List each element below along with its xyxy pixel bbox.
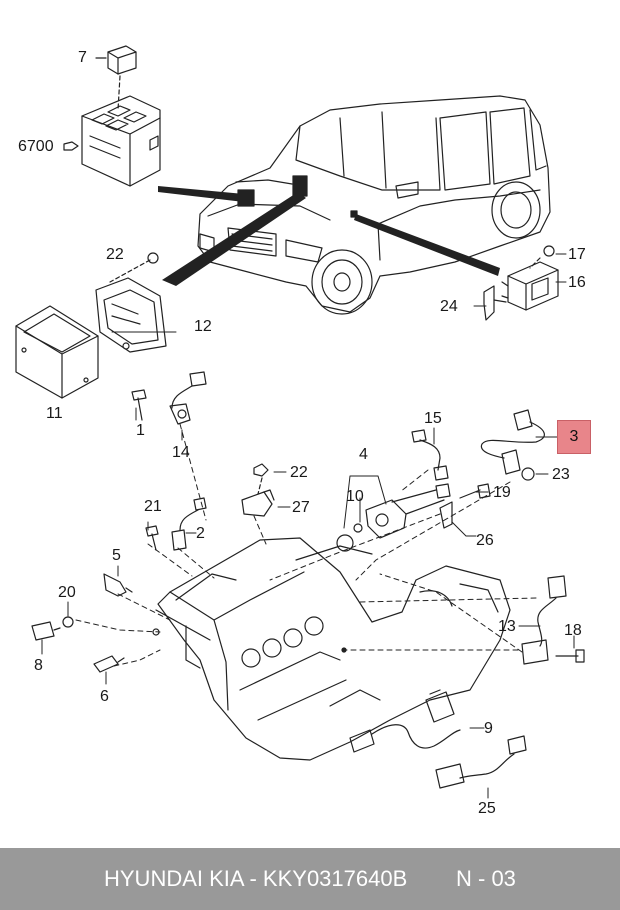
label-part-27: 27 xyxy=(292,499,310,516)
label-part-23: 23 xyxy=(552,466,570,483)
label-part-16: 16 xyxy=(568,274,586,291)
oxygen-sensor-9 xyxy=(349,689,461,753)
label-part-2: 2 xyxy=(196,525,205,542)
label-part-15: 15 xyxy=(424,410,442,427)
highlighted-part-3[interactable]: 3 xyxy=(557,420,591,454)
label-part-26: 26 xyxy=(476,532,494,549)
relay-7 xyxy=(107,45,137,75)
label-part-24: 24 xyxy=(440,298,458,315)
sensor-2 xyxy=(171,497,207,551)
engine-illustration xyxy=(152,537,511,761)
label-part-13: 13 xyxy=(498,618,516,635)
label-part-9: 9 xyxy=(484,720,493,737)
bolt-22b xyxy=(253,463,269,477)
ecu-bracket-12 xyxy=(95,277,167,353)
label-part-14: 14 xyxy=(172,444,190,461)
bolt-1 xyxy=(131,389,147,421)
label-part-1: 1 xyxy=(136,422,145,439)
label-part-22b: 22 xyxy=(290,464,308,481)
valve-4 xyxy=(365,483,453,539)
connector-15 xyxy=(411,429,449,481)
label-part-8: 8 xyxy=(34,657,43,674)
sensor-3 xyxy=(480,409,545,481)
label-part-10: 10 xyxy=(346,488,364,505)
bolt-18 xyxy=(555,649,585,663)
sensor-14 xyxy=(169,371,207,425)
sensor-5 xyxy=(103,573,133,597)
label-part-20: 20 xyxy=(58,584,76,601)
parts-diagram xyxy=(15,45,585,799)
vehicle-illustration xyxy=(197,95,551,315)
sensor-8 xyxy=(31,621,61,641)
label-part-18: 18 xyxy=(564,622,582,639)
junction-box-6700 xyxy=(63,95,161,187)
label-part-5: 5 xyxy=(112,547,121,564)
label-part-6: 6 xyxy=(100,688,109,705)
footer-part-number: HYUNDAI KIA - KKY0317640B xyxy=(104,866,408,891)
oxygen-sensor-25 xyxy=(435,735,527,789)
control-unit-16 xyxy=(501,261,559,311)
label-part-19: 19 xyxy=(493,484,511,501)
leader-lines xyxy=(41,253,575,799)
label-part-4: 4 xyxy=(359,446,368,463)
footer-page-code: N - 03 xyxy=(456,866,516,891)
label-part-17: 17 xyxy=(568,246,586,263)
sensor-13 xyxy=(521,575,567,665)
label-part-6700: 6700 xyxy=(18,138,54,155)
bolt-21 xyxy=(145,525,159,551)
footer-bar: HYUNDAI KIA - KKY0317640B N - 03 xyxy=(0,848,620,910)
sensor-6 xyxy=(93,655,125,673)
bracket-24 xyxy=(483,285,507,321)
sensor-27 xyxy=(241,489,275,517)
label-part-11: 11 xyxy=(46,405,63,422)
ecu-module-11 xyxy=(15,305,99,399)
label-part-25: 25 xyxy=(478,800,496,817)
label-part-12: 12 xyxy=(194,318,212,335)
label-part-21: 21 xyxy=(144,498,162,515)
label-part-22a: 22 xyxy=(106,246,124,263)
bolt-19 xyxy=(459,483,491,499)
label-part-7: 7 xyxy=(78,49,87,66)
dashed-connections xyxy=(75,423,537,667)
